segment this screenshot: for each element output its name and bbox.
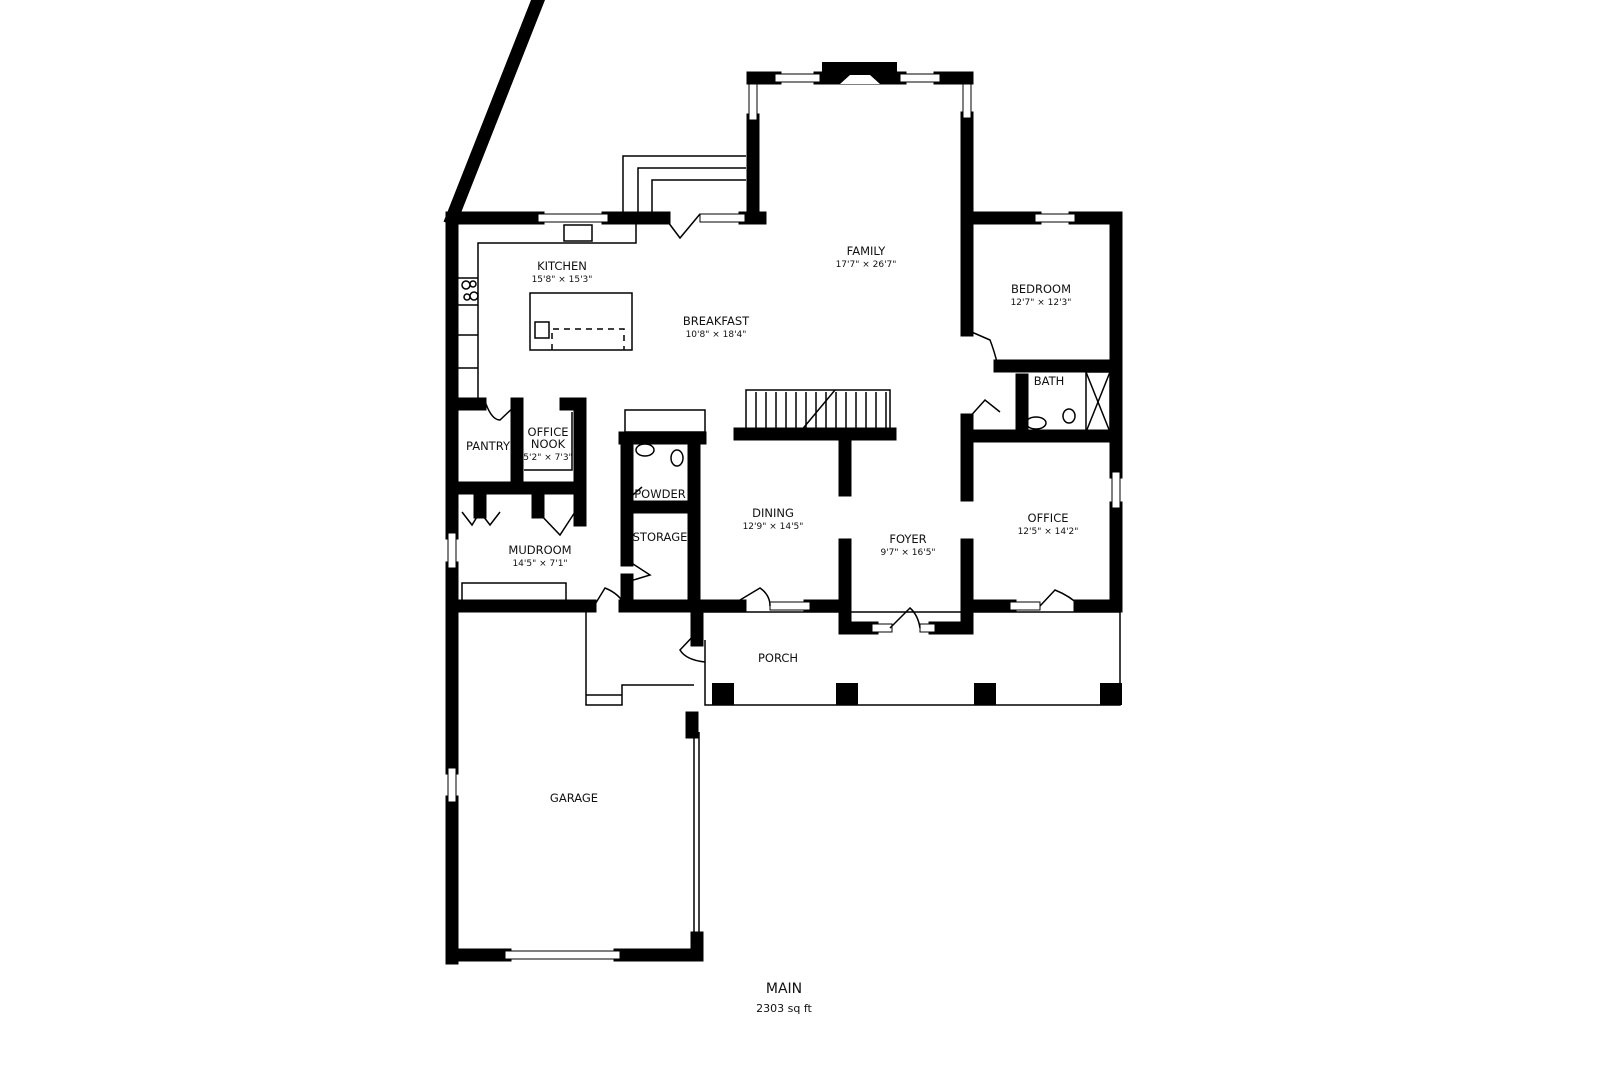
- room-dining-name: DINING: [752, 506, 794, 520]
- room-powder-name: POWDER: [634, 487, 685, 501]
- room-bedroom-name: BEDROOM: [1011, 282, 1071, 296]
- room-family-dims: 17'7" × 26'7": [836, 260, 897, 270]
- kitchen-island: [529, 292, 633, 351]
- room-mudroom-name: MUDROOM: [508, 543, 571, 557]
- room-kitchen-name: KITCHEN: [537, 259, 587, 273]
- room-office-nook-name-1: OFFICE: [528, 425, 569, 439]
- floor-name: MAIN: [766, 981, 802, 997]
- room-foyer-dims: 9'7" × 16'5": [880, 548, 935, 558]
- kitchen-sink-icon: [563, 224, 593, 242]
- room-pantry-name: PANTRY: [466, 439, 511, 453]
- windows: [447, 73, 1121, 960]
- room-foyer-name: FOYER: [889, 532, 926, 546]
- room-kitchen-dims: 15'8" × 15'3": [532, 275, 593, 285]
- room-breakfast-name: BREAKFAST: [683, 314, 750, 328]
- walls: [443, 0, 1123, 965]
- powder-toilet-icon: [670, 449, 684, 467]
- room-bath-name: BATH: [1034, 374, 1065, 388]
- bath-sink-icon: [1025, 416, 1047, 430]
- room-office-dims: 12'5" × 14'2": [1018, 527, 1079, 537]
- room-storage-name: STORAGE: [633, 530, 688, 544]
- fixtures: [458, 155, 1121, 938]
- room-family-name: FAMILY: [847, 244, 887, 258]
- shower: [1085, 371, 1111, 433]
- bath-toilet-icon: [1062, 408, 1076, 424]
- room-breakfast-dims: 10'8" × 18'4": [686, 330, 747, 340]
- staircase: [745, 389, 891, 433]
- floor-area: 2303 sq ft: [756, 1002, 812, 1015]
- room-bedroom-dims: 12'7" × 12'3": [1011, 298, 1072, 308]
- powder-sink-icon: [635, 443, 655, 457]
- room-office-nook-name-2: NOOK: [531, 437, 566, 451]
- room-office-nook-dims: 5'2" × 7'3": [523, 453, 572, 463]
- room-garage-name: GARAGE: [550, 791, 598, 805]
- room-dining-dims: 12'9" × 14'5": [743, 522, 804, 532]
- room-porch-name: PORCH: [758, 651, 798, 665]
- room-mudroom-dims: 14'5" × 7'1": [512, 559, 567, 569]
- room-office-name: OFFICE: [1028, 511, 1069, 525]
- room-labels: KITCHEN 15'8" × 15'3" BREAKFAST 10'8" × …: [466, 244, 1078, 805]
